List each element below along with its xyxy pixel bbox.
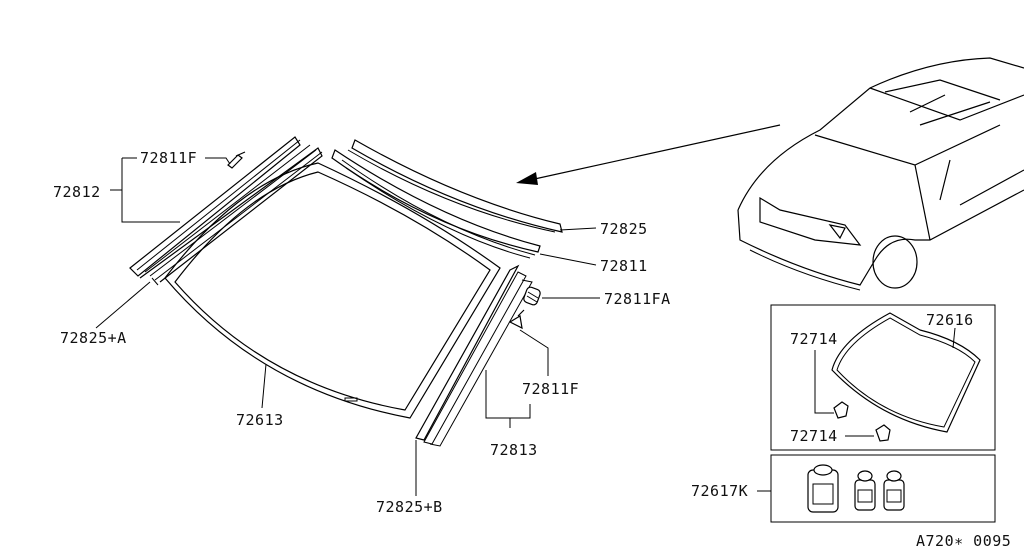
primer-bottle-icon [883,470,905,511]
label-72825A: 72825+A [60,329,127,347]
spacer-icon [845,424,891,442]
label-72825B: 72825+B [376,498,443,516]
direction-arrow-icon [516,124,781,185]
rear-glass-box [770,304,996,451]
rear-glass [831,312,981,433]
clip-icon-right [508,309,525,330]
label-72714-lower: 72714 [790,427,838,445]
right-molding [415,264,533,447]
label-72811F: 72811F [140,149,197,167]
kit-box [770,454,996,523]
left-molding [129,136,323,286]
label-72616: 72616 [926,311,974,329]
label-72811: 72811 [600,257,648,275]
fastener-icon [523,286,541,306]
label-72813: 72813 [490,441,538,459]
label-72811FA: 72811FA [604,290,671,308]
spacer-icon [814,350,849,419]
primer-bottle-icon [854,470,876,511]
diagram-code: A720∗ 0095 [916,532,1011,548]
upper-molding [331,139,563,259]
label-72811F-right: 72811F [522,380,579,398]
label-72613: 72613 [236,411,284,429]
label-72812: 72812 [53,183,101,201]
leader-lines [95,157,600,496]
car-illustration [737,57,1024,291]
clip-icon-upper-left [227,151,246,169]
label-72617K: 72617K [691,482,748,500]
adhesive-bottle-icon [807,464,839,513]
label-72714-upper: 72714 [790,330,838,348]
windshield-glass [164,162,501,419]
label-72825: 72825 [600,220,648,238]
